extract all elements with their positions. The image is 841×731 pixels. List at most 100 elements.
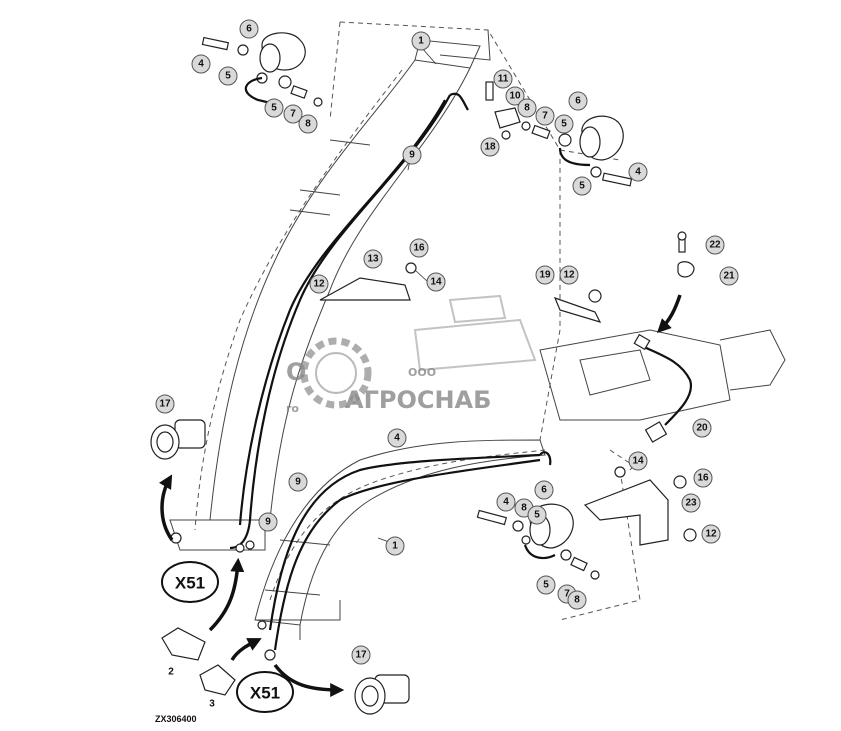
callout-16-a: 16 xyxy=(409,238,429,258)
svg-text:1: 1 xyxy=(392,541,398,552)
callout-14-b: 14 xyxy=(628,451,648,471)
svg-text:12: 12 xyxy=(313,279,325,290)
wiring-harness xyxy=(229,92,552,651)
callout-11: 11 xyxy=(493,69,513,89)
callout-8-a: 8 xyxy=(298,114,318,134)
svg-text:9: 9 xyxy=(265,517,271,528)
svg-text:8: 8 xyxy=(524,103,530,114)
svg-text:14: 14 xyxy=(430,277,442,288)
cable-clip xyxy=(677,231,695,278)
callout-6-a: 6 xyxy=(239,19,259,39)
lower-boom-frame xyxy=(254,439,546,640)
harness-20 xyxy=(633,333,693,443)
x51-label-upper: X51 xyxy=(161,561,219,603)
svg-text:8: 8 xyxy=(574,595,580,606)
callout-6-c: 6 xyxy=(534,480,554,500)
callout-16-b: 16 xyxy=(693,468,713,488)
svg-text:5: 5 xyxy=(579,181,585,192)
callout-10: 10 xyxy=(505,86,525,106)
svg-text:21: 21 xyxy=(723,271,735,282)
connector-17-upper xyxy=(150,419,206,460)
callout-1: 1 xyxy=(411,31,431,51)
svg-text:6: 6 xyxy=(246,24,252,35)
callout-12-a: 12 xyxy=(309,274,329,294)
svg-text:20: 20 xyxy=(696,423,708,434)
vehicle-body xyxy=(539,329,786,421)
svg-text:ООО: ООО xyxy=(408,366,436,379)
flow-arrows xyxy=(159,294,682,697)
svg-text:17: 17 xyxy=(355,650,367,661)
label-2: 2 xyxy=(168,667,174,678)
svg-text:16: 16 xyxy=(697,473,709,484)
callout-7-b: 7 xyxy=(535,106,555,126)
callout-12-b: 12 xyxy=(559,265,579,285)
svg-text:17: 17 xyxy=(159,399,171,410)
callout-1-b: 1 xyxy=(385,536,405,556)
svg-text:4: 4 xyxy=(198,59,204,70)
svg-text:5: 5 xyxy=(225,71,231,82)
mounting-bracket xyxy=(583,466,697,546)
callout-19: 19 xyxy=(535,265,555,285)
svg-text:ro: ro xyxy=(286,402,299,415)
callout-5-e: 5 xyxy=(527,505,547,525)
svg-text:5: 5 xyxy=(561,119,567,130)
callout-17-a: 17 xyxy=(155,394,175,414)
label-3: 3 xyxy=(209,699,215,710)
callout-18: 18 xyxy=(480,137,500,157)
svg-text:O: O xyxy=(286,358,306,386)
svg-text:7: 7 xyxy=(290,109,296,120)
svg-text:1: 1 xyxy=(418,36,424,47)
callout-17-b: 17 xyxy=(351,645,371,665)
svg-text:22: 22 xyxy=(709,240,721,251)
svg-text:12: 12 xyxy=(705,529,717,540)
svg-text:5: 5 xyxy=(271,103,277,114)
sleeve-part xyxy=(553,289,602,323)
callout-4-b: 4 xyxy=(628,162,648,182)
svg-text:9: 9 xyxy=(295,477,301,488)
svg-text:7: 7 xyxy=(542,111,548,122)
lamp-upper-right xyxy=(485,81,633,187)
callout-4-a: 4 xyxy=(191,54,211,74)
svg-text:11: 11 xyxy=(498,74,509,85)
callout-5-c: 5 xyxy=(554,114,574,134)
callout-5-d: 5 xyxy=(572,176,592,196)
callout-5-a: 5 xyxy=(218,66,238,86)
callout-8-b: 8 xyxy=(517,98,537,118)
figure-reference: ZX306400 xyxy=(155,714,197,724)
svg-text:13: 13 xyxy=(367,254,379,265)
svg-text:23: 23 xyxy=(685,498,697,509)
svg-text:19: 19 xyxy=(539,270,551,281)
svg-text:X51: X51 xyxy=(250,684,280,703)
callout-7-a: 7 xyxy=(283,104,303,124)
svg-text:7: 7 xyxy=(564,589,570,600)
svg-text:14: 14 xyxy=(632,456,644,467)
callout-9-c: 9 xyxy=(258,512,278,532)
upper-bracket xyxy=(319,262,417,301)
callout-5-f: 5 xyxy=(536,575,556,595)
svg-text:8: 8 xyxy=(521,503,527,514)
callout-21: 21 xyxy=(719,266,739,286)
svg-text:6: 6 xyxy=(541,485,547,496)
callout-8-d: 8 xyxy=(567,590,587,610)
machine-outline xyxy=(329,21,641,621)
lamp-upper-left xyxy=(201,32,323,107)
callout-4-d: 4 xyxy=(496,492,516,512)
connector-17-lower xyxy=(354,674,410,715)
plug-parts xyxy=(161,627,236,696)
svg-text:5: 5 xyxy=(543,580,549,591)
callout-23: 23 xyxy=(681,493,701,513)
svg-text:18: 18 xyxy=(484,142,496,153)
watermark: ООО АГРОСНАБ O ro xyxy=(286,294,537,415)
svg-text:5: 5 xyxy=(534,510,540,521)
svg-text:6: 6 xyxy=(575,96,581,107)
svg-text:16: 16 xyxy=(413,243,425,254)
callout-20: 20 xyxy=(692,418,712,438)
harness-ends xyxy=(170,532,276,661)
svg-text:12: 12 xyxy=(563,270,575,281)
callout-14-a: 14 xyxy=(426,272,446,292)
callout-13: 13 xyxy=(363,249,383,269)
svg-text:8: 8 xyxy=(305,119,311,130)
callout-12-c: 12 xyxy=(701,524,721,544)
callout-22: 22 xyxy=(705,235,725,255)
